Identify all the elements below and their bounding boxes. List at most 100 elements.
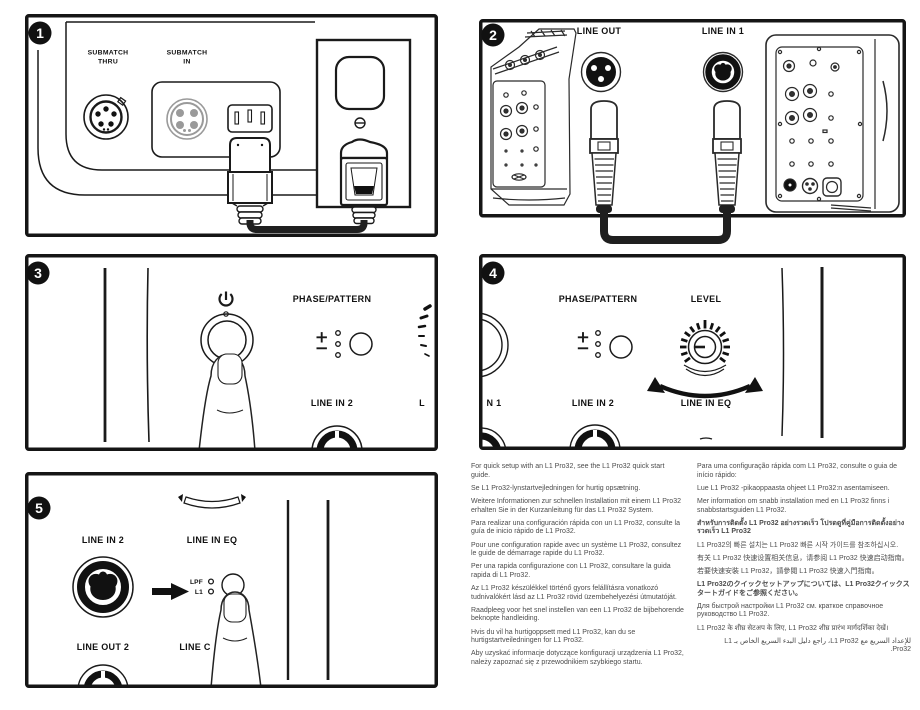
instruction-paragraph-zh-cn: 有关 L1 Pro32 快速设置相关信息，请参阅 L1 Pro32 快速启动指南…	[697, 554, 909, 562]
step-3-panel: 3 PHASE/PATTERN LINE IN 2 L	[25, 254, 438, 451]
phase-plus-icon	[316, 332, 327, 343]
line-in-2-connector	[72, 556, 134, 618]
step-badge: 1	[28, 21, 52, 45]
instruction-paragraph-it: Per una rapida configurazione con L1 Pro…	[471, 563, 671, 579]
line-in-eq-knob-top	[699, 437, 713, 440]
step-number: 5	[35, 500, 43, 516]
line-in-eq-label: LINE IN EQ	[187, 535, 238, 545]
line-out-partial-label: LINE C	[179, 642, 211, 652]
instruction-paragraph-ja: L1 Pro32のクイックセットアップについては、L1 Pro32クイックスター…	[697, 581, 910, 597]
step-number: 1	[36, 25, 44, 41]
line-in-2-label: LINE IN 2	[572, 398, 614, 408]
level-knob-ticks	[680, 320, 730, 363]
line-in-1-label: LINE IN 1	[702, 26, 744, 36]
instructions-right-column: Para uma configuração rápida com L1 Pro3…	[697, 463, 911, 660]
phase-pattern-control	[316, 330, 373, 358]
instruction-paragraph-ru: Для быстрой настройки L1 Pro32 см. кратк…	[697, 602, 884, 619]
instruction-paragraph-da: Se L1 Pro32-lynstartvejledningen for hur…	[471, 484, 641, 492]
l1-label: L1	[195, 589, 203, 596]
step-number: 4	[489, 265, 497, 281]
line-in-eq-label: LINE IN EQ	[681, 398, 732, 408]
rotate-arrows-icon	[647, 377, 763, 399]
panel-border	[25, 14, 438, 237]
level-knob	[680, 320, 730, 377]
line-in-1-partial-label: N 1	[487, 398, 502, 408]
level-label: LEVEL	[691, 294, 722, 304]
outlet-screw-icon	[354, 117, 366, 129]
phase-pattern-button	[609, 335, 633, 359]
line-out-2-label: LINE OUT 2	[77, 642, 130, 652]
speaker-right	[765, 34, 900, 213]
instruction-paragraph-ar: للإعداد السريع مع L1 Pro32، راجع دليل ال…	[724, 637, 911, 654]
edge-knob-arcs	[482, 312, 509, 378]
step-badge: 3	[26, 261, 50, 285]
line-in-2-label: LINE IN 2	[311, 398, 353, 408]
step-number: 2	[489, 27, 497, 43]
power-cord	[246, 220, 368, 233]
array-edge-line	[146, 267, 150, 443]
submatch-thru-connector	[83, 94, 129, 140]
line-out-label: LINE OUT	[577, 26, 622, 36]
array-edge-line	[781, 267, 785, 437]
line-in-eq-partial-label: L	[419, 398, 425, 408]
eq-mode-leds	[207, 578, 215, 595]
instruction-paragraph-hu: Az L1 Pro32 készülékkel történő gyors fe…	[471, 585, 677, 601]
submatch-in-label2: IN	[183, 59, 190, 66]
step-1-panel: 1 SUBMATCH THRU SUBMATCH IN	[25, 14, 438, 237]
instruction-paragraph-fi: Lue L1 Pro32 -pikaoppaasta ohjeet L1 Pro…	[697, 484, 890, 492]
led-meter	[417, 304, 432, 357]
instruction-paragraph-es: Para realizar una configuración rápida c…	[471, 519, 680, 536]
instruction-paragraph-pt: Para uma configuração rápida com L1 Pro3…	[697, 463, 898, 479]
instruction-paragraph-en: For quick setup with an L1 Pro32, see th…	[471, 463, 665, 479]
speaker-left	[490, 28, 577, 206]
line-in-2-knob	[569, 424, 621, 447]
finger	[210, 591, 262, 685]
amp-rear-panel	[37, 21, 316, 196]
panel-border	[25, 254, 438, 451]
xlr-cable-plug-right	[712, 100, 742, 213]
step-number: 3	[34, 265, 42, 281]
line-out-connector	[580, 51, 622, 93]
line-in-2-label: LINE IN 2	[82, 535, 124, 545]
iec-plug	[227, 137, 273, 225]
xlr-cable-plug-left	[589, 100, 619, 213]
instruction-paragraph-nl: Raadpleeg voor het snel instellen van ee…	[471, 606, 684, 623]
rocker-indicator	[178, 494, 246, 509]
instruction-paragraph-zh-tw: 若要快速安裝 L1 Pro32，請參閱 L1 Pro32 快速入門指南。	[697, 567, 879, 575]
step-4-panel: 4 PHASE/PATTERN LEVEL N 1 LINE IN 2 LINE…	[479, 254, 906, 450]
step-5-panel: 5 LINE IN 2 LINE IN EQ LPF L1 LINE OUT 2…	[25, 472, 438, 688]
line-out-2-knob	[77, 664, 129, 685]
phase-pattern-label: PHASE/PATTERN	[293, 294, 372, 304]
panel-border	[25, 472, 438, 688]
instruction-paragraph-hi: L1 Pro32 के शीघ्र सेटअप के लिए, L1 Pro32…	[697, 624, 889, 632]
step-2-panel: 2 LINE OUT LINE IN 1	[479, 19, 906, 244]
instructions-left-column: For quick setup with an L1 Pro32, see th…	[471, 463, 685, 672]
phase-pattern-label: PHASE/PATTERN	[559, 294, 638, 304]
step-badge: 4	[481, 261, 505, 285]
wall-plug	[339, 138, 389, 225]
arrow-right-icon	[152, 583, 189, 600]
line-in-1-connector	[702, 51, 744, 93]
submatch-in-label: SUBMATCH	[167, 50, 208, 57]
instruction-paragraph-de: Weitere Informationen zur schnellen Inst…	[471, 497, 681, 514]
speakon-connector	[166, 98, 208, 140]
iec-power-inlet	[227, 104, 273, 133]
xlr-cable	[600, 210, 731, 244]
line-in-2-knob	[311, 425, 363, 448]
step-badge: 5	[27, 496, 51, 520]
submatch-in-recess	[151, 81, 281, 158]
finger	[198, 353, 256, 448]
instruction-paragraph-ko: L1 Pro32의 빠른 설치는 L1 Pro32 빠른 시작 가이드를 참조하…	[697, 541, 899, 549]
phase-pattern-control	[577, 330, 633, 359]
phase-plus-icon	[577, 332, 589, 343]
phase-pattern-button	[349, 332, 373, 356]
instruction-paragraph-fr: Pour une configuration rapide avec un sy…	[471, 541, 682, 558]
submatch-thru-label2: THRU	[98, 59, 118, 66]
panel-border	[479, 19, 906, 218]
instruction-paragraph-pl: Aby uzyskać informacje dotyczące konfigu…	[471, 650, 684, 667]
submatch-thru-label: SUBMATCH	[88, 50, 129, 57]
power-icon	[218, 291, 234, 307]
instruction-paragraph-th: สำหรับการติดตั้ง L1 Pro32 อย่างรวดเร็ว โ…	[697, 519, 905, 536]
instruction-paragraph-sv: Mer information om snabb installation me…	[697, 497, 890, 514]
